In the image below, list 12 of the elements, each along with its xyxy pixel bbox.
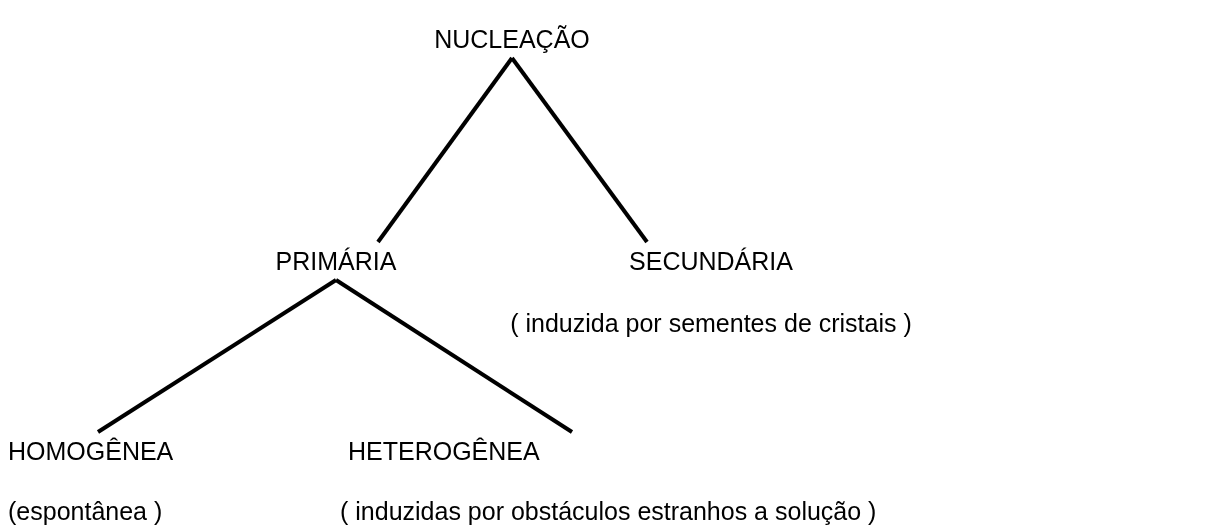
category-label: NUCLEAÇÃO — [434, 24, 590, 54]
connector-line — [96, 278, 338, 434]
description-text: ( induzida por sementes de cristais ) — [510, 308, 912, 338]
description-text: (espontânea ) — [8, 496, 163, 526]
description-text: ( induzidas por obstáculos estranhos a solução ) — [340, 496, 877, 526]
category-label: HOMOGÊNEA — [8, 436, 174, 466]
connector-line — [510, 56, 649, 244]
connector-line — [334, 278, 574, 434]
category-label: HETEROGÊNEA — [348, 436, 540, 466]
category-label: PRIMÁRIA — [275, 246, 397, 276]
category-label: SECUNDÁRIA — [629, 246, 793, 276]
connector-line — [376, 56, 514, 244]
